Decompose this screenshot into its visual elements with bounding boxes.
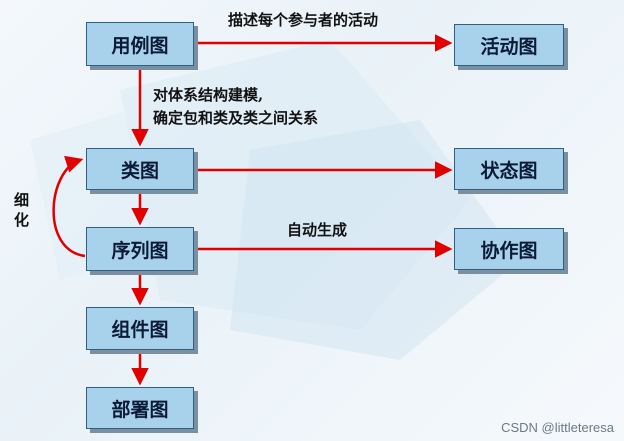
arrow-refine-loop bbox=[52, 155, 86, 258]
node-collaboration-label: 协作图 bbox=[480, 239, 538, 262]
node-sequence: 序列图 bbox=[86, 227, 194, 271]
label-describe-activity: 描述每个参与者的活动 bbox=[228, 11, 379, 29]
node-activity-label: 活动图 bbox=[480, 35, 538, 58]
node-component-label: 组件图 bbox=[111, 319, 169, 341]
node-state: 状态图 bbox=[454, 148, 564, 190]
node-class-label: 类图 bbox=[120, 159, 159, 182]
node-collaboration: 协作图 bbox=[454, 228, 564, 270]
node-class: 类图 bbox=[86, 148, 194, 190]
watermark: CSDN @littleteresa bbox=[501, 420, 614, 435]
node-component: 组件图 bbox=[86, 307, 194, 350]
node-state-label: 状态图 bbox=[480, 159, 538, 182]
label-model-structure-line1: 对体系结构建模, bbox=[153, 86, 264, 104]
label-auto-generate: 自动生成 bbox=[287, 221, 348, 239]
node-deployment-label: 部署图 bbox=[111, 398, 169, 421]
label-model-structure-line2: 确定包和类及类之间关系 bbox=[153, 109, 319, 127]
node-activity: 活动图 bbox=[454, 24, 564, 66]
node-deployment: 部署图 bbox=[86, 387, 194, 429]
label-refine: 细化 bbox=[14, 191, 30, 229]
node-use-case-label: 用例图 bbox=[111, 34, 169, 57]
node-sequence-label: 序列图 bbox=[111, 239, 169, 262]
node-use-case: 用例图 bbox=[86, 22, 194, 66]
